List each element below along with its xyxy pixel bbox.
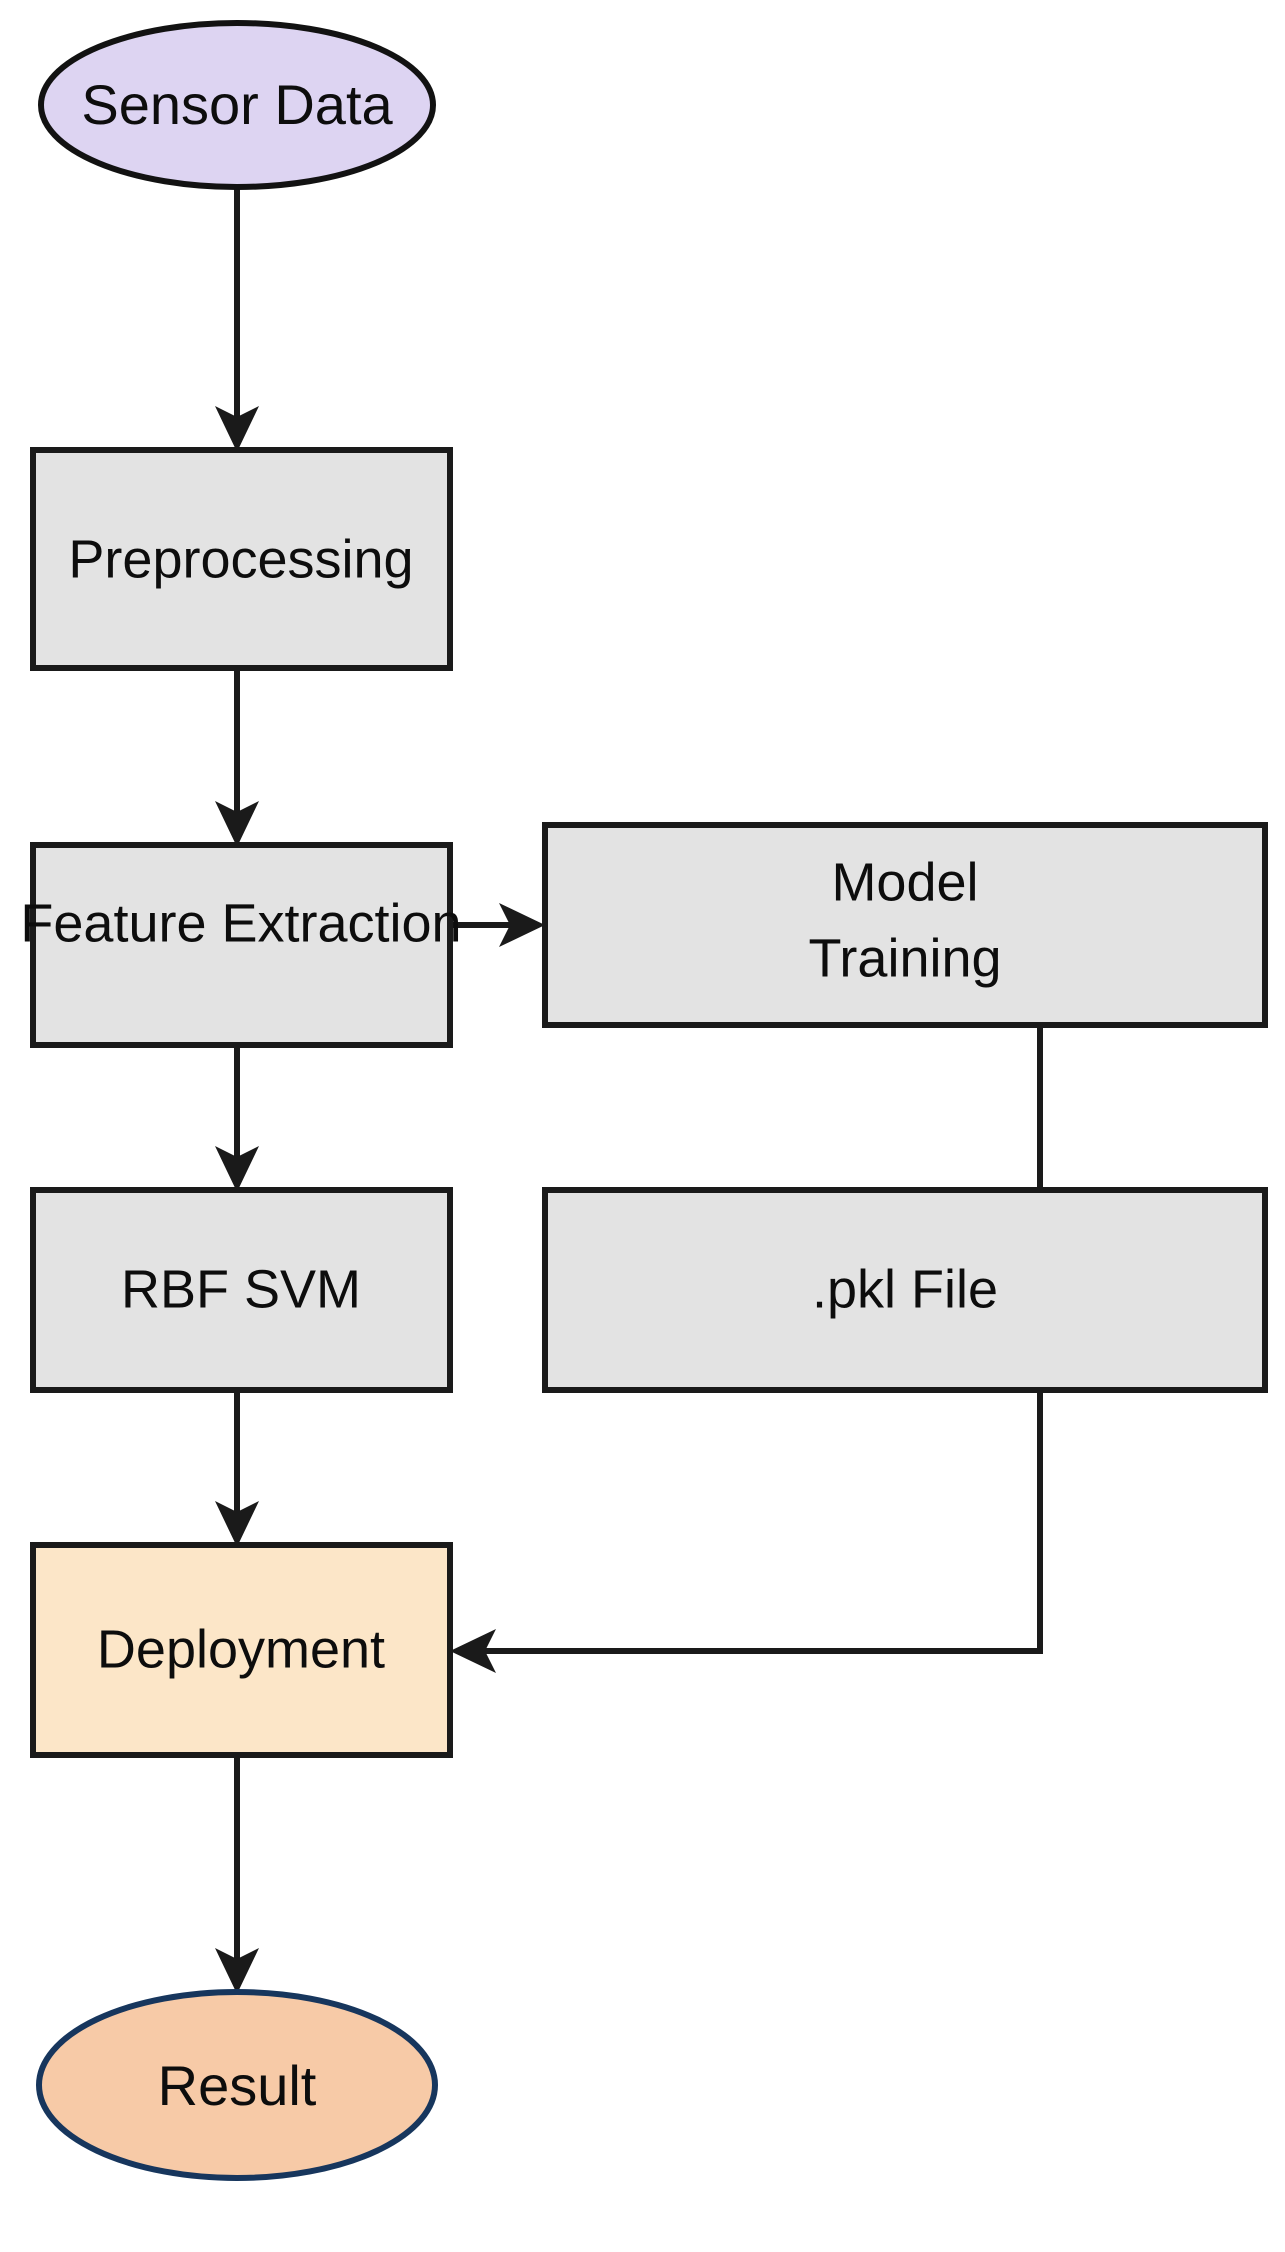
edge-deployment-to-result bbox=[215, 1755, 259, 1994]
edge-sensor-data-to-preprocessing bbox=[215, 187, 259, 452]
deployment-shape bbox=[30, 1542, 453, 1758]
preprocessing-label: Preprocessing bbox=[68, 529, 413, 589]
sensor-data-shape bbox=[38, 20, 436, 190]
node-preprocessing[interactable]: Preprocessing bbox=[30, 447, 453, 671]
edge-feature-extraction-to-model-training bbox=[450, 903, 545, 947]
rbf-svm-label: RBF SVM bbox=[121, 1259, 361, 1319]
result-shape bbox=[36, 1989, 438, 2181]
deployment-label: Deployment bbox=[97, 1619, 385, 1679]
result-label: Result bbox=[158, 2054, 317, 2117]
node-result[interactable]: Result bbox=[36, 1989, 438, 2181]
rbf-svm-shape bbox=[30, 1187, 453, 1393]
feature-extraction-label: Feature Extraction bbox=[20, 893, 461, 953]
model-training-label-line-1: Model bbox=[831, 852, 978, 912]
node-rbf-svm[interactable]: RBF SVM bbox=[30, 1187, 453, 1393]
pkl-file-shape bbox=[542, 1187, 1268, 1393]
feature-extraction-shape bbox=[30, 842, 453, 1048]
node-model-training[interactable]: Model Training bbox=[542, 822, 1268, 1028]
model-training-label-line-2: Training bbox=[808, 928, 1001, 988]
edge-feature-extraction-to-rbf-svm bbox=[215, 1045, 259, 1192]
preprocessing-shape bbox=[30, 447, 453, 671]
edge-pkl-file-to-deployment bbox=[450, 1390, 1043, 1673]
model-training-shape bbox=[542, 822, 1268, 1028]
node-deployment[interactable]: Deployment bbox=[30, 1542, 453, 1758]
edge-rbf-svm-to-deployment bbox=[215, 1390, 259, 1547]
node-pkl-file[interactable]: .pkl File bbox=[542, 1187, 1268, 1393]
sensor-data-label: Sensor Data bbox=[81, 73, 393, 136]
edge-preprocessing-to-feature-extraction bbox=[215, 668, 259, 847]
pkl-file-label: .pkl File bbox=[812, 1259, 998, 1319]
node-sensor-data[interactable]: Sensor Data bbox=[38, 20, 436, 190]
node-feature-extraction[interactable]: Feature Extraction bbox=[20, 842, 462, 1048]
